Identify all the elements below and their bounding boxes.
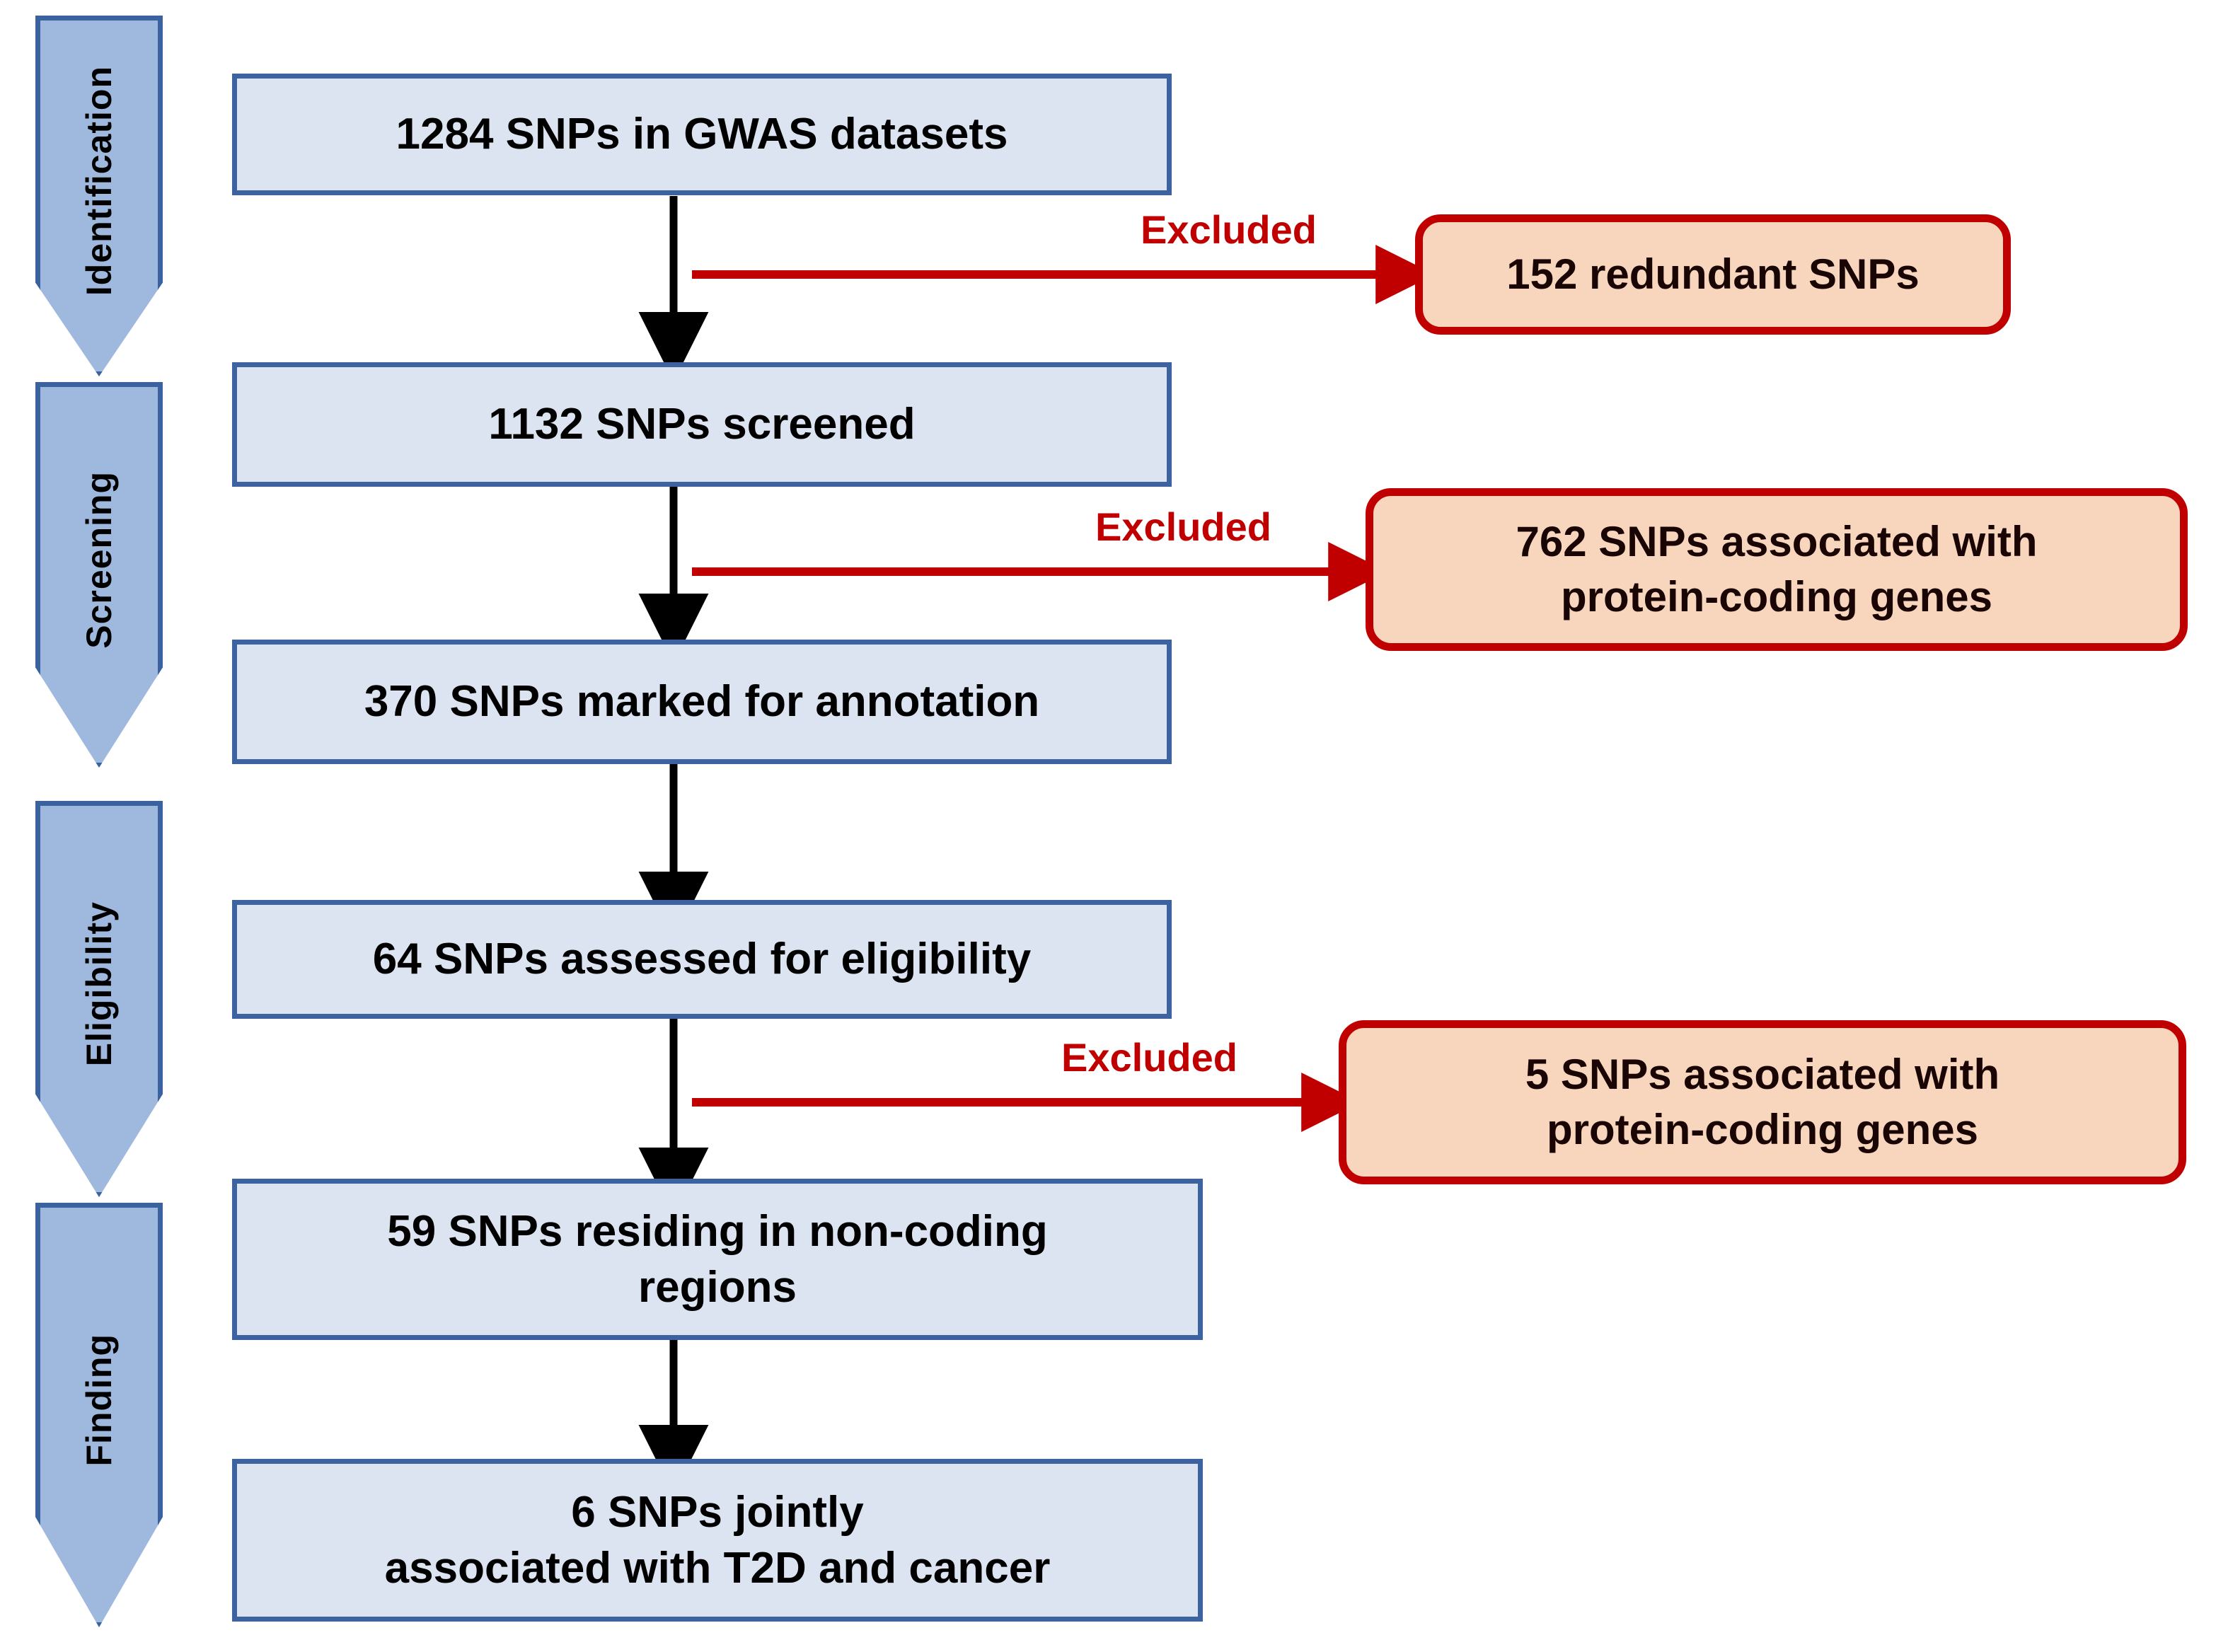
excluded-label-1: Excluded — [1141, 207, 1317, 253]
flow-box-text: 1132 SNPs screened — [488, 400, 916, 449]
flow-box-marked-for-annotation: 370 SNPs marked for annotation — [232, 640, 1172, 764]
flow-box-snps-screened: 1132 SNPs screened — [232, 362, 1172, 487]
flow-box-assessed-for-eligibility: 64 SNPs assessed for eligibility — [232, 900, 1172, 1019]
stage-label-eligibility: Eligibility — [79, 901, 119, 1067]
flow-box-gwas-datasets: 1284 SNPs in GWAS datasets — [232, 74, 1172, 195]
stage-arrow-screening: Screening — [35, 382, 163, 768]
flow-box-text: 1284 SNPs in GWAS datasets — [396, 110, 1008, 159]
stage-arrow-finding: Finding — [35, 1203, 163, 1627]
stage-label-identification: Identification — [79, 65, 119, 296]
excluded-box-762-protein-coding: 762 SNPs associated with protein-coding … — [1366, 488, 2188, 651]
stage-label-finding: Finding — [79, 1333, 119, 1467]
flow-box-text: 64 SNPs assessed for eligibility — [372, 935, 1032, 984]
excluded-box-5-protein-coding: 5 SNPs associated with protein-coding ge… — [1339, 1020, 2186, 1184]
flow-box-jointly-associated: 6 SNPs jointly associated with T2D and c… — [232, 1459, 1203, 1622]
stage-arrow-identification: Identification — [35, 16, 163, 376]
stage-arrow-eligibility: Eligibility — [35, 801, 163, 1197]
flow-box-text: 370 SNPs marked for annotation — [364, 677, 1040, 727]
excluded-box-text: 5 SNPs associated with protein-coding ge… — [1525, 1051, 2000, 1153]
excluded-label-text: Excluded — [1061, 1035, 1237, 1080]
excluded-label-3: Excluded — [1061, 1034, 1237, 1080]
excluded-box-redundant-snps: 152 redundant SNPs — [1415, 214, 2011, 335]
flow-box-text: 59 SNPs residing in non-coding regions — [387, 1206, 1048, 1312]
excluded-box-text: 762 SNPs associated with protein-coding … — [1516, 518, 2038, 620]
flow-box-non-coding-regions: 59 SNPs residing in non-coding regions — [232, 1179, 1203, 1340]
stage-label-screening: Screening — [79, 470, 119, 649]
flow-box-text: 6 SNPs jointly associated with T2D and c… — [384, 1487, 1051, 1593]
excluded-label-text: Excluded — [1141, 207, 1317, 252]
excluded-label-text: Excluded — [1095, 504, 1271, 549]
excluded-label-2: Excluded — [1095, 504, 1271, 550]
excluded-box-text: 152 redundant SNPs — [1506, 250, 1920, 298]
